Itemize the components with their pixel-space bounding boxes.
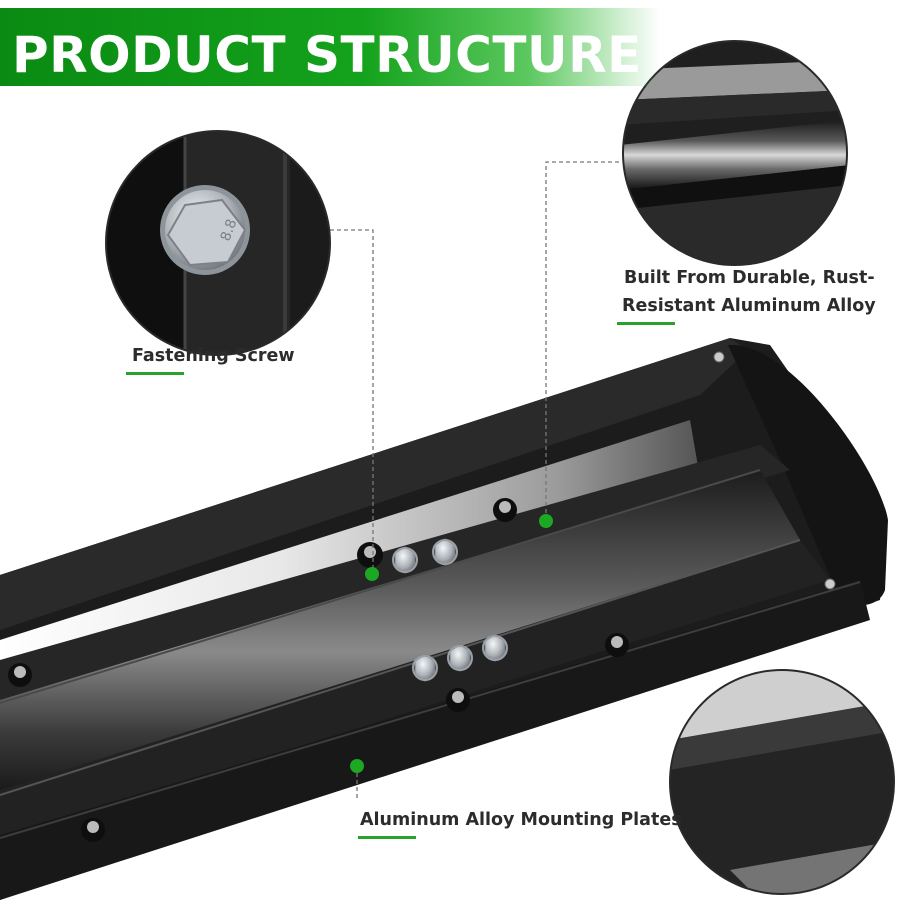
callout-fastening-screw-label: Fastening Screw [132,346,295,366]
callout-underline [358,836,416,839]
callout-alloy-label-line1: Built From Durable, Rust- [624,268,875,288]
callout-alloy-label-line2: Resistant Aluminum Alloy [622,296,876,316]
title-banner: PRODUCT STRUCTURE [0,8,660,86]
running-board-rail [0,338,888,900]
screw-detail-circle: 8.8 [105,130,331,356]
callout-underline [617,322,675,325]
green-dot-icon [350,759,364,773]
callout-underline [126,372,184,375]
page-title: PRODUCT STRUCTURE [12,26,642,84]
svg-text:8.8: 8.8 [218,217,241,243]
callout-mounting-plates-label: Aluminum Alloy Mounting Plates [360,810,682,830]
green-dot-icon [539,514,553,528]
plate-detail-circle [669,669,895,895]
green-dot-icon [365,567,379,581]
leader-lines [330,161,622,798]
alloy-detail-circle [622,40,848,266]
